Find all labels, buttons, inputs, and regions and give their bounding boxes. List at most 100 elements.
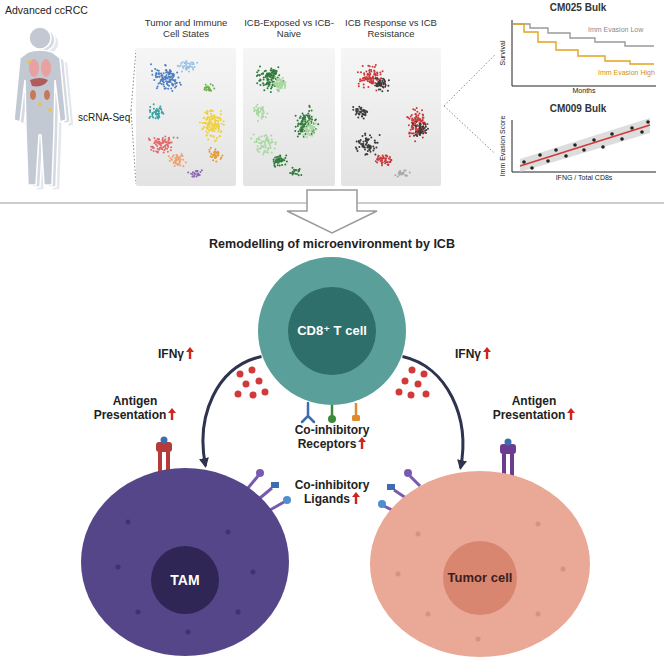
up-arrow bbox=[352, 492, 360, 504]
umap-dot bbox=[172, 73, 174, 75]
umap-dot bbox=[169, 76, 171, 78]
umap-dot bbox=[360, 143, 362, 145]
umap-dot bbox=[358, 83, 360, 85]
umap-dot bbox=[415, 133, 417, 135]
umap-dot bbox=[274, 76, 276, 78]
umap-dot bbox=[370, 77, 372, 79]
umap-dot bbox=[427, 123, 429, 125]
umap-dot bbox=[215, 128, 217, 130]
ifng-dots bbox=[243, 381, 250, 388]
umap-dot bbox=[272, 84, 274, 86]
umap-dot bbox=[164, 139, 166, 141]
umap-dot bbox=[149, 111, 151, 113]
umap-dot bbox=[151, 70, 153, 72]
umap-dot bbox=[217, 151, 219, 153]
up-arrow bbox=[358, 437, 366, 449]
umap-dot bbox=[208, 124, 210, 126]
umap-dot bbox=[161, 83, 163, 85]
umap-dot bbox=[279, 79, 281, 81]
umap-dot bbox=[270, 67, 272, 69]
umap-dot bbox=[425, 129, 427, 131]
umap-dot bbox=[384, 160, 386, 162]
umap-dot bbox=[221, 123, 223, 125]
umap-dot bbox=[169, 78, 171, 80]
umap-dot bbox=[267, 148, 269, 150]
umap-dot bbox=[194, 173, 196, 175]
label: Advanced ccRCC bbox=[5, 4, 88, 17]
umap-dot bbox=[220, 157, 222, 159]
umap-dot bbox=[170, 76, 172, 78]
umap-dot bbox=[278, 82, 280, 84]
umap-dot bbox=[277, 82, 279, 84]
umap-dot bbox=[214, 157, 216, 159]
umap-dot bbox=[268, 72, 270, 74]
umap-dot bbox=[362, 135, 364, 137]
umap-dot bbox=[419, 126, 421, 128]
umap-dot bbox=[257, 109, 259, 111]
cd8-node: CD8⁺ T cell bbox=[257, 256, 407, 406]
umap-dot bbox=[299, 117, 301, 119]
umap-dot bbox=[165, 141, 167, 143]
umap-dot bbox=[412, 119, 414, 121]
umap-dot bbox=[195, 170, 197, 172]
umap-dot bbox=[207, 127, 209, 129]
umap-dot bbox=[419, 134, 421, 136]
umap-dot bbox=[262, 154, 264, 156]
umap-dot bbox=[359, 78, 361, 80]
umap-dot bbox=[311, 133, 313, 135]
umap-dot bbox=[280, 157, 282, 159]
umap-dot bbox=[280, 86, 282, 88]
umap-dot bbox=[162, 77, 164, 79]
umap-dot bbox=[204, 87, 206, 89]
umap-dot bbox=[307, 113, 309, 115]
label-text: Co-inhibitory Receptors bbox=[295, 423, 370, 451]
umap-dot bbox=[273, 163, 275, 165]
patient-figure bbox=[27, 60, 31, 64]
umap-dot bbox=[171, 83, 173, 85]
umap-dot bbox=[420, 126, 422, 128]
umap-dot bbox=[150, 63, 152, 65]
umap-dot bbox=[271, 79, 273, 81]
umap-dot bbox=[371, 82, 373, 84]
umap-dot bbox=[217, 154, 219, 156]
umap-dot bbox=[257, 120, 259, 122]
umap-dot bbox=[267, 74, 269, 76]
umap-dot bbox=[261, 118, 263, 120]
umap-dot bbox=[387, 85, 389, 87]
umap-dot bbox=[272, 82, 274, 84]
umap-dot bbox=[210, 116, 212, 118]
umap-dot bbox=[209, 88, 211, 90]
umap-dot bbox=[273, 73, 275, 75]
umap-dot bbox=[265, 151, 267, 153]
umap-dot bbox=[313, 123, 315, 125]
umap-dot bbox=[305, 126, 307, 128]
umap-dot bbox=[216, 120, 218, 122]
umap-dot bbox=[176, 82, 178, 84]
umap-dot bbox=[151, 113, 153, 115]
umap-dot bbox=[186, 60, 188, 62]
umap-dot bbox=[308, 130, 310, 132]
umap-dot bbox=[425, 132, 427, 134]
scatter-chart bbox=[546, 159, 550, 163]
umap-dot bbox=[253, 134, 255, 136]
umap-dot bbox=[179, 160, 181, 162]
umap-dot bbox=[295, 126, 297, 128]
umap-dot bbox=[156, 110, 158, 112]
umap-dot bbox=[356, 141, 358, 143]
label: Antigen Presentation bbox=[80, 394, 190, 423]
umap-dot bbox=[188, 66, 190, 68]
cell-membrane bbox=[370, 471, 590, 657]
umap-dot bbox=[361, 116, 363, 118]
umap-dot bbox=[399, 174, 401, 176]
umap-dot bbox=[209, 126, 211, 128]
umap-dot bbox=[382, 70, 384, 72]
umap-dot bbox=[266, 113, 268, 115]
cell-nucleus bbox=[151, 546, 219, 614]
umap-dot bbox=[357, 150, 359, 152]
ifng-dots bbox=[396, 367, 430, 399]
umap-dot bbox=[311, 110, 313, 112]
umap-dot bbox=[412, 122, 414, 124]
umap-dot bbox=[258, 112, 260, 114]
umap-dot bbox=[292, 172, 294, 174]
umap-dot bbox=[204, 122, 206, 124]
